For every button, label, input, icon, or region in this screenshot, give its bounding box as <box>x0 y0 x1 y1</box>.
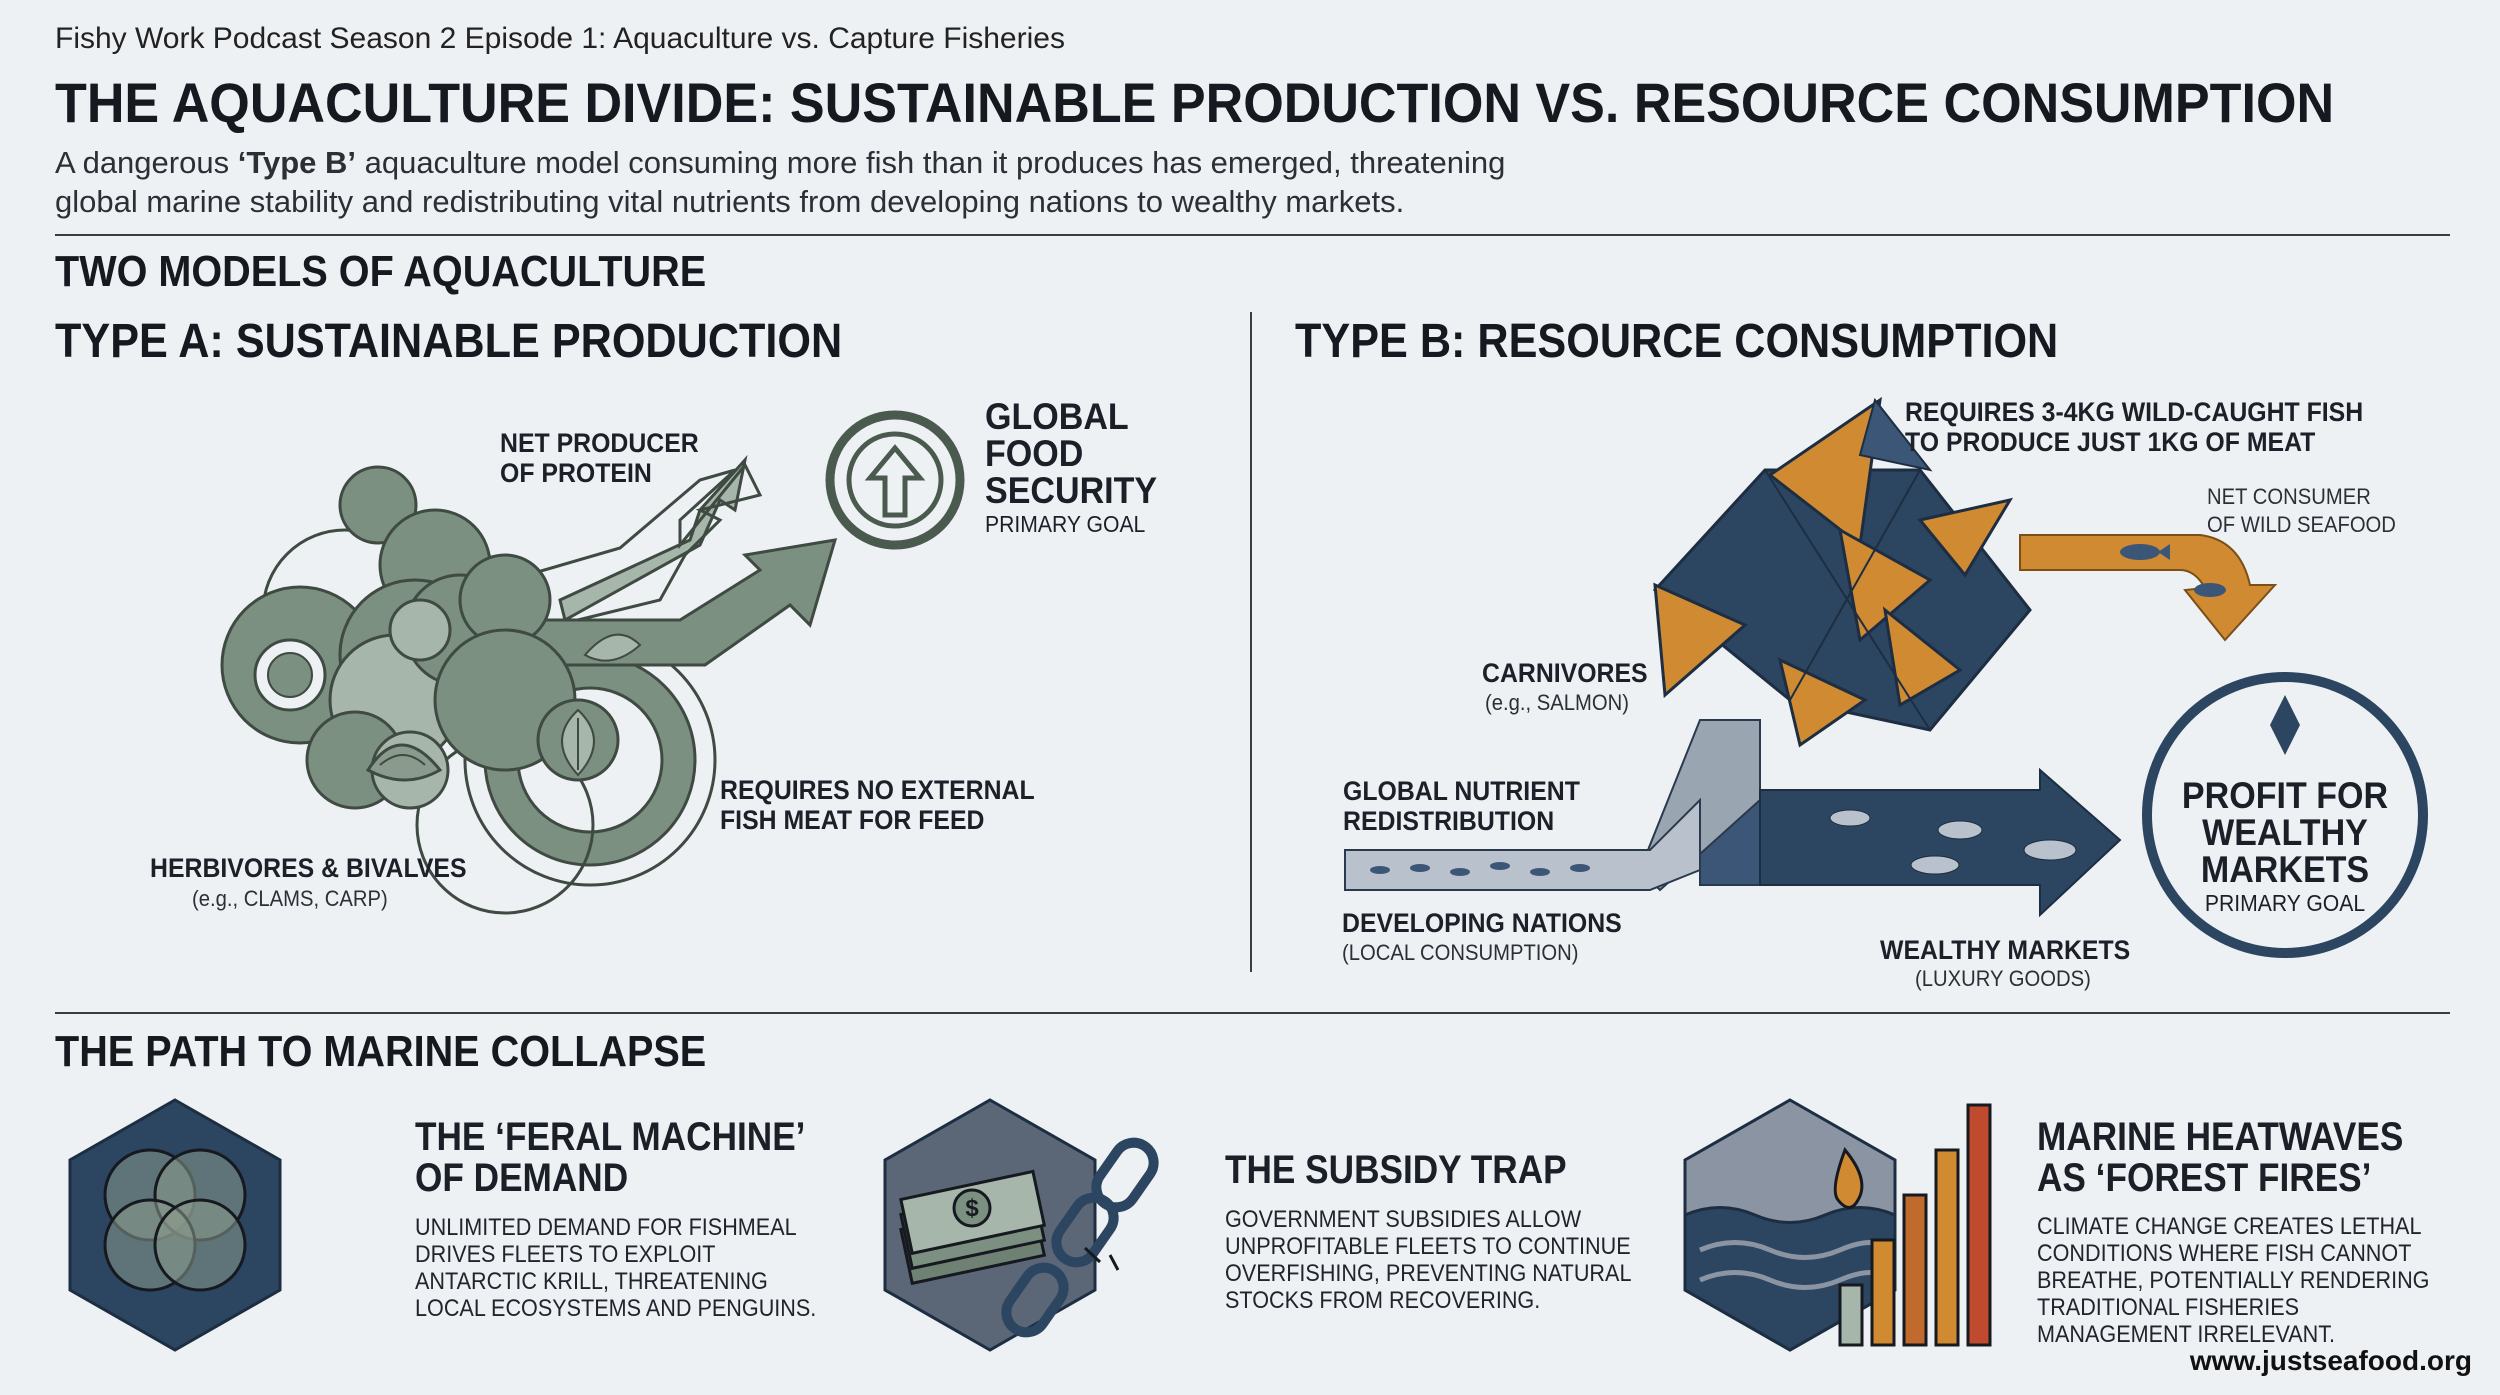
profit-goal-circle <box>2142 672 2428 958</box>
series-label: Fishy Work Podcast Season 2 Episode 1: A… <box>55 22 1065 55</box>
type-a-heading: TYPE A: SUSTAINABLE PRODUCTION <box>55 315 843 368</box>
small-fish-icons <box>1370 862 1590 876</box>
no-feed-label: REQUIRES NO EXTERNAL FISH MEAT FOR FEED <box>720 775 1035 835</box>
net-producer-line2: OF PROTEIN <box>500 458 652 488</box>
goal-b-sub: PRIMARY GOAL <box>2204 890 2366 916</box>
net-consumer-arrow <box>2019 534 2278 642</box>
herbivores-label: HERBIVORES & BIVALVES <box>150 853 467 883</box>
bar-icon-bar <box>1966 1103 1992 1347</box>
money-icon: $ <box>899 1169 1047 1286</box>
footer-url: www.justseafood.org <box>2189 1345 2472 1376</box>
nutrient-flow-right <box>1759 767 2122 918</box>
developing-label: DEVELOPING NATIONS <box>1342 908 1622 938</box>
large-fish-icons <box>1829 809 2077 875</box>
net-consumer-label: NET CONSUMER OF WILD SEAFOOD <box>2207 483 2396 539</box>
orange-triangle <box>1837 527 1933 643</box>
growth-arrow-main <box>508 538 838 667</box>
redistribution-line2: REDISTRIBUTION <box>1343 806 1555 836</box>
clam-line <box>379 754 426 766</box>
card-1-body: UNLIMITED DEMAND FOR FISHMEAL DRIVES FLE… <box>415 1214 817 1322</box>
flame-icon <box>1833 1147 1864 1209</box>
type-b-heading: TYPE B: RESOURCE CONSUMPTION <box>1295 315 2059 368</box>
bar-icon-bar <box>1870 1238 1896 1347</box>
net-consumer-line1: NET CONSUMER <box>2207 484 2371 509</box>
models-heading: TWO MODELS OF AQUACULTURE <box>55 247 707 296</box>
wave-line <box>1699 1270 1892 1290</box>
collapse-heading: THE PATH TO MARINE COLLAPSE <box>55 1027 707 1076</box>
navy-facet <box>1858 397 1933 472</box>
venn-icon <box>103 1148 247 1292</box>
requires-fish-label: REQUIRES 3-4KG WILD-CAUGHT FISH TO PRODU… <box>1905 397 2363 457</box>
developing-sub: (LOCAL CONSUMPTION) <box>1342 940 1579 965</box>
page-title: THE AQUACULTURE DIVIDE: SUSTAINABLE PROD… <box>55 71 2335 134</box>
goal-ring-icon <box>825 410 965 550</box>
card-3-title-line1: MARINE HEATWAVES <box>2037 1115 2404 1159</box>
card-3-body: CLIMATE CHANGE CREATES LETHAL CONDITIONS… <box>2037 1213 2430 1348</box>
goal-b-line3: MARKETS <box>2200 849 2370 890</box>
goal-a-line3: SECURITY <box>985 470 1158 511</box>
card-1-title-line1: THE ‘FERAL MACHINE’ <box>415 1115 806 1159</box>
subtitle-pre: A dangerous <box>55 145 238 180</box>
sage-circle <box>388 598 452 662</box>
card-2-title: THE SUBSIDY TRAP <box>1225 1150 1567 1191</box>
wealthy-label: WEALTHY MARKETS <box>1880 935 2131 965</box>
orange-triangle <box>1767 396 1882 548</box>
bar-icon-bar <box>1934 1148 1960 1347</box>
facet-line <box>1789 469 1921 701</box>
fish-icon <box>2120 544 2226 597</box>
card-3-title-line2: AS ‘FOREST FIRES’ <box>2037 1156 2372 1200</box>
type-a-goal: GLOBAL FOOD SECURITY PRIMARY GOAL <box>985 398 1157 538</box>
carnivores-example: (e.g., SALMON) <box>1485 690 1629 715</box>
redistribution-label: GLOBAL NUTRIENT REDISTRIBUTION <box>1343 776 1580 836</box>
goal-b-line1: PROFIT FOR <box>2181 775 2389 816</box>
goal-a-sub: PRIMARY GOAL <box>985 511 1146 537</box>
subtitle-emphasis: ‘Type B’ <box>237 145 356 180</box>
ring-core <box>267 652 313 698</box>
redistribution-line1: GLOBAL NUTRIENT <box>1343 776 1580 806</box>
net-producer-line1: NET PRODUCER <box>500 428 699 458</box>
net-consumer-line2: OF WILD SEAFOOD <box>2207 512 2396 537</box>
bar-icon-bar <box>1902 1193 1928 1347</box>
card-2-title-line1: THE SUBSIDY TRAP <box>1225 1148 1567 1192</box>
subtitle-post: aquaculture model consuming more fish th… <box>55 145 1506 219</box>
requires-line1: REQUIRES 3-4KG WILD-CAUGHT FISH <box>1905 397 2364 427</box>
goal-b-line2: WEALTHY <box>2202 812 2368 853</box>
card-1-title-line2: OF DEMAND <box>415 1156 629 1200</box>
leaf-icon <box>583 633 642 662</box>
wave-line <box>1699 1240 1892 1260</box>
collapse-divider <box>55 1012 2450 1014</box>
goal-a-line1: GLOBAL <box>985 396 1129 437</box>
break-marks <box>1083 1246 1120 1271</box>
requires-line2: TO PRODUCE JUST 1KG OF MEAT <box>1905 427 2316 457</box>
orange-triangle <box>1917 497 2014 578</box>
clam-icon <box>365 743 443 782</box>
nutrient-flow-left <box>1344 797 1701 891</box>
carnivores-label: CARNIVORES <box>1482 658 1648 688</box>
page-subtitle: A dangerous ‘Type B’ aquaculture model c… <box>55 143 1535 221</box>
header-divider <box>55 234 2450 236</box>
models-divider <box>1250 312 1252 972</box>
bar-icon-bar <box>1838 1283 1864 1347</box>
card-1-title: THE ‘FERAL MACHINE’ OF DEMAND <box>415 1117 805 1199</box>
up-arrow-icon <box>864 444 926 518</box>
orange-triangle <box>1653 582 1748 699</box>
type-b-goal: PROFIT FOR WEALTHY MARKETS PRIMARY GOAL <box>2170 777 2400 917</box>
orange-triangle <box>1882 606 1963 708</box>
wealthy-sub: (LUXURY GOODS) <box>1915 966 2091 991</box>
card-3-title: MARINE HEATWAVES AS ‘FOREST FIRES’ <box>2037 1117 2403 1199</box>
no-feed-line1: REQUIRES NO EXTERNAL <box>720 775 1035 805</box>
net-producer-label: NET PRODUCER OF PROTEIN <box>500 428 699 488</box>
growth-arrow-outline <box>507 462 763 630</box>
card-2-body: GOVERNMENT SUBSIDIES ALLOW UNPROFITABLE … <box>1225 1206 1631 1314</box>
broken-chain-icon <box>1001 1137 1159 1338</box>
no-feed-line2: FISH MEAT FOR FEED <box>720 805 985 835</box>
svg-text:$: $ <box>965 1195 979 1222</box>
goal-a-line2: FOOD <box>985 433 1084 474</box>
diamond-icon <box>2270 695 2300 755</box>
goal-inner-ring <box>846 431 944 529</box>
herbivores-example: (e.g., CLAMS, CARP) <box>192 886 388 911</box>
